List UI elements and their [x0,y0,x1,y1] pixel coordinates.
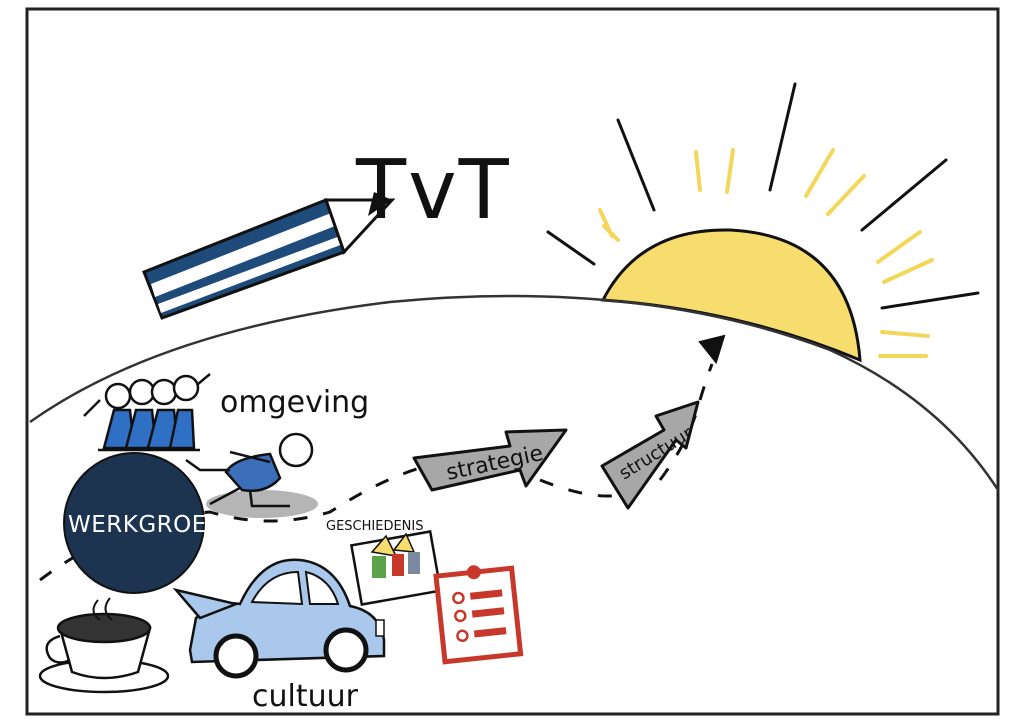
car-icon [172,558,386,679]
path-dashed-line [39,363,714,582]
structuur-arrow: structuur [600,400,700,510]
cultuur-label: cultuur [252,679,359,714]
werkgroep-label: WERKGROEP [68,512,221,538]
coffee-cup-icon [38,597,170,694]
sun-rays-black [546,82,980,310]
frame-border [25,7,1000,716]
people-group-icon [83,373,211,452]
sun-rays-yellow [598,148,934,358]
sun-icon [600,228,862,363]
history-picture-icon [349,530,443,606]
tvt-title: TvT [355,143,511,238]
geschiedenis-label: GESCHIEDENIS [326,519,423,534]
pencil-icon [142,192,396,320]
omgeving-label: omgeving [220,385,369,420]
running-person-icon [185,432,318,518]
ball-icon: WERKGROEP [63,452,221,594]
hill-outline [29,294,1000,491]
clipboard-icon [433,565,524,665]
arrow-icon [698,334,726,365]
